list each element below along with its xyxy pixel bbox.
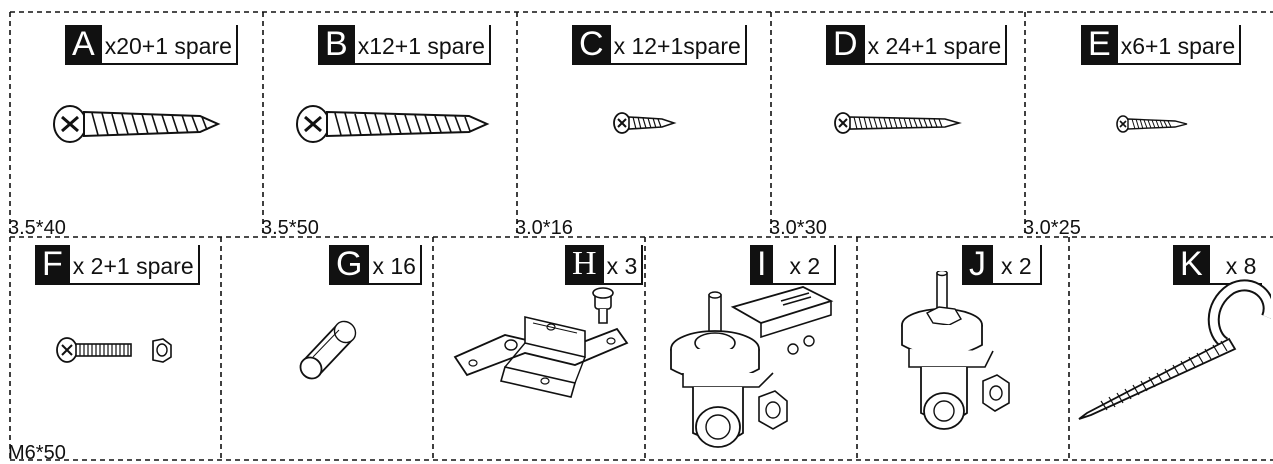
part-size: M6*50 [8, 442, 66, 464]
screw-hook-icon [1078, 279, 1271, 420]
small-screw-icon [613, 112, 677, 134]
part-quantity: x 2 [1001, 253, 1032, 279]
part-label-a: A x20+1 spare [65, 25, 238, 65]
part-quantity: x 8 [1225, 253, 1257, 279]
part-letter: D [826, 25, 865, 63]
part-label-c: C x 12+1spare [572, 25, 747, 65]
bolt-and-nut-icon [56, 337, 172, 363]
wood-screw-icon [53, 105, 221, 143]
part-size: 3.0*16 [515, 217, 573, 239]
part-size: 3.0*25 [1023, 217, 1081, 239]
part-cell-h: H x 3 [433, 237, 645, 460]
part-cell-b: B x12+1 spare 3.5*50 [261, 12, 517, 239]
wood-screw-icon [834, 112, 962, 134]
hinge-bracket-icon [453, 287, 629, 398]
part-quantity: x 2+1 spare [72, 253, 194, 279]
part-letter: A [65, 25, 102, 63]
part-label-k: K x 8 [1173, 245, 1263, 285]
caster-wheel-icon [670, 286, 834, 448]
part-quantity: x 2 [789, 253, 821, 279]
part-quantity: x20+1 spare [104, 33, 232, 59]
wooden-dowel-icon [299, 320, 357, 380]
part-label-b: B x12+1 spare [318, 25, 491, 65]
wood-screw-icon [296, 105, 490, 143]
part-cell-d: D x 24+1 spare 3.0*30 [769, 12, 1025, 239]
part-label-j: J x 2 [962, 245, 1042, 285]
part-label-h: H x 3 [565, 245, 644, 285]
part-letter: I [750, 245, 774, 283]
caster-wheel-icon [901, 271, 1010, 430]
part-cell-j: J x 2 [857, 237, 1069, 460]
part-cell-g: G x 16 [221, 237, 433, 460]
part-quantity: x 16 [372, 253, 416, 279]
part-size: 3.0*30 [769, 217, 827, 239]
part-quantity: x 3 [606, 253, 638, 279]
part-letter: K [1173, 245, 1210, 283]
part-cell-f: F x 2+1 spare M6*50 [8, 237, 221, 464]
part-cell-e: E x6+1 spare 3.0*25 [1023, 12, 1273, 239]
part-quantity: x6+1 spare [1120, 33, 1236, 59]
part-label-d: D x 24+1 spare [826, 25, 1008, 65]
part-letter: J [962, 245, 993, 283]
part-letter: H [565, 245, 604, 283]
part-cell-c: C x 12+1spare 3.0*16 [515, 12, 771, 239]
part-letter: E [1081, 25, 1118, 63]
part-cell-k: K x 8 [1069, 237, 1273, 460]
part-size: 3.5*40 [8, 217, 66, 239]
part-label-e: E x6+1 spare [1081, 25, 1242, 65]
part-cell-i: I x 2 [645, 237, 857, 460]
part-cell-a: A x20+1 spare 3.5*40 [8, 12, 263, 239]
part-label-i: I x 2 [750, 245, 837, 285]
part-letter: F [35, 245, 70, 283]
part-label-f: F x 2+1 spare [35, 245, 200, 285]
part-quantity: x12+1 spare [357, 33, 485, 59]
part-quantity: x 24+1 spare [867, 33, 1002, 59]
part-size: 3.5*50 [261, 217, 319, 239]
part-letter: B [318, 25, 355, 63]
part-letter: G [329, 245, 370, 283]
part-label-g: G x 16 [329, 245, 422, 285]
part-letter: C [572, 25, 611, 63]
small-screw-icon [1116, 115, 1188, 133]
part-quantity: x 12+1spare [613, 33, 741, 59]
